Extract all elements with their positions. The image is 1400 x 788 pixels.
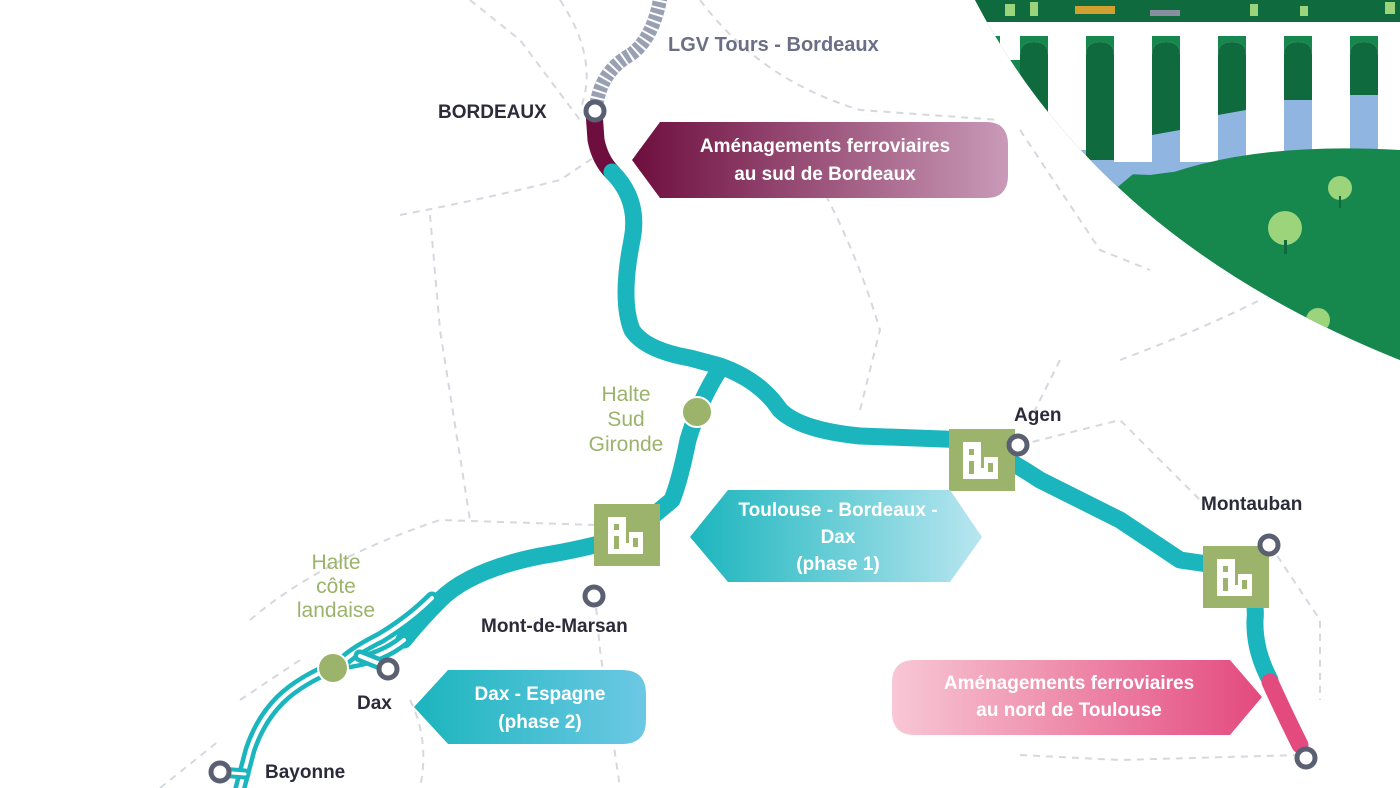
svg-text:(phase 1): (phase 1) [796,554,879,575]
toulouse-north-segment[interactable] [1261,673,1309,754]
svg-text:(phase 2): (phase 2) [498,712,581,733]
banner-toulouse-north[interactable]: Aménagements ferroviaires au nord de Tou… [892,660,1262,735]
train-station-icon [594,504,660,566]
halte-marker-icon[interactable] [681,396,713,428]
halte-marker-icon[interactable] [317,652,349,684]
city-label-bayonne: Bayonne [265,762,345,783]
svg-text:Aménagements ferroviaires: Aménagements ferroviaires [700,136,950,157]
banner-bordeaux-south[interactable]: Aménagements ferroviaires au sud de Bord… [632,122,1008,198]
svg-text:Dax - Espagne: Dax - Espagne [475,684,606,705]
city-label-montauban: Montauban [1201,494,1302,515]
city-label-agen: Agen [1014,405,1062,426]
halte-label-sud-gironde: Halte Sud Gironde [589,383,664,456]
city-marker-bayonne[interactable] [208,760,232,784]
tree-icon [1328,176,1352,208]
svg-text:landaise: landaise [297,599,375,622]
svg-text:Halte: Halte [311,551,360,574]
lgv-label: LGV Tours - Bordeaux [668,34,879,56]
svg-text:Gironde: Gironde [589,433,664,456]
city-marker-montauban[interactable] [1257,533,1281,557]
svg-text:au sud de Bordeaux: au sud de Bordeaux [734,164,916,185]
svg-text:Dax: Dax [821,527,856,548]
svg-text:Aménagements ferroviaires: Aménagements ferroviaires [944,673,1194,694]
svg-text:au nord de Toulouse: au nord de Toulouse [976,700,1161,721]
city-marker-agen[interactable] [1006,433,1030,457]
train-station-icon [949,429,1015,491]
city-marker-toulouse[interactable] [1294,746,1318,770]
train-station-icon [1203,546,1269,608]
background-network [159,0,1321,788]
city-label-mont-de-marsan: Mont-de-Marsan [481,616,628,637]
city-label-bordeaux: BORDEAUX [438,102,547,123]
tree-icon [1306,308,1330,332]
tree-icon [1268,211,1302,254]
viaduct-illustration [975,0,1400,360]
city-marker-mont-de-marsan[interactable] [582,584,606,608]
svg-text:Toulouse - Bordeaux -: Toulouse - Bordeaux - [738,500,937,521]
halte-label-cote-landaise: Halte côte landaise [297,551,375,622]
svg-text:côte: côte [316,575,356,598]
svg-text:Halte: Halte [601,383,650,406]
svg-text:Sud: Sud [607,408,644,431]
toulouse-bordeaux-dax-line[interactable] [395,163,1279,689]
city-marker-bordeaux[interactable] [583,99,607,123]
banner-phase2[interactable]: Dax - Espagne (phase 2) [414,670,646,744]
lgv-tours-bordeaux-line[interactable] [589,0,667,115]
banner-phase1[interactable]: Toulouse - Bordeaux - Dax (phase 1) [690,490,982,582]
city-marker-dax[interactable] [376,657,400,681]
city-label-dax: Dax [357,693,392,714]
